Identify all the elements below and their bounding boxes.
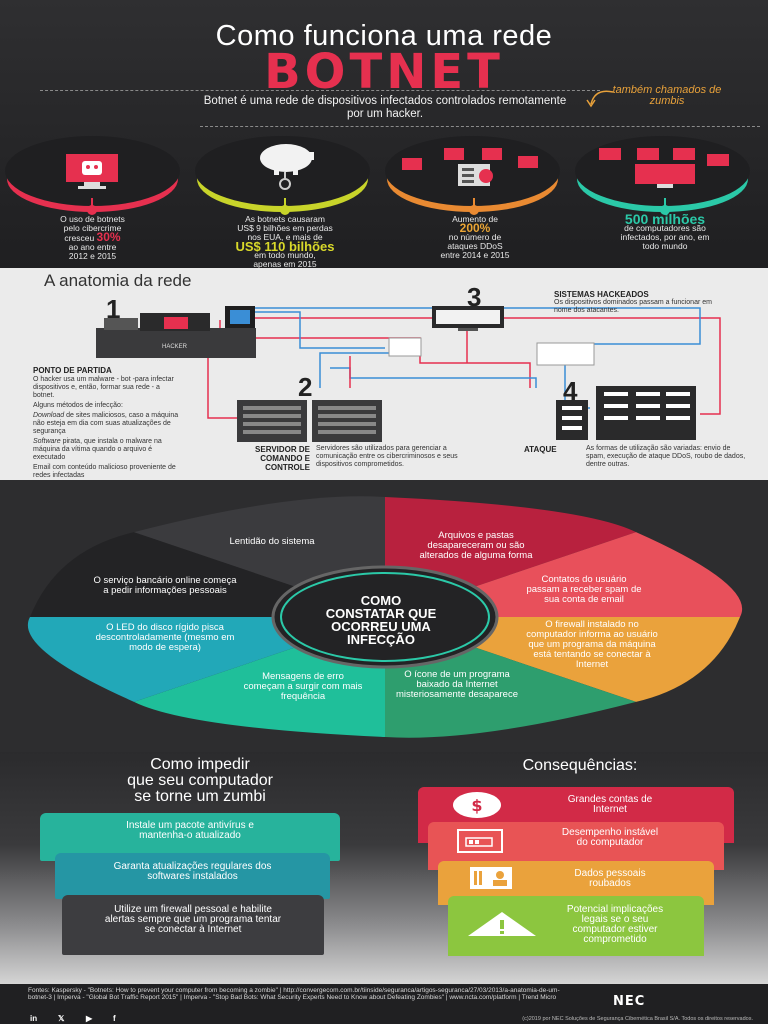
stat-4-text: 500 milhões de computadores são infectad… xyxy=(620,211,710,251)
wheel-center-title: COMO CONSTATAR QUE OCORREU UMA INFECÇÃO xyxy=(325,593,437,647)
hacked-description: Os dispositivos dominados passam a funci… xyxy=(554,299,712,314)
stat-3-text: Aumento de 200% no número de ataques DDo… xyxy=(440,214,510,260)
nec-logo: NEC xyxy=(613,994,646,1009)
wheel-segment-6-label: Mensagens de erro começam a surgir com m… xyxy=(243,671,363,702)
server-title: SERVIDOR DE COMANDO E CONTROLE xyxy=(255,445,310,472)
consequence-data-text: Dados pessoais roubados xyxy=(574,868,646,889)
dollar-icon: $ xyxy=(453,792,501,818)
linkedin-icon[interactable]: in xyxy=(30,1014,38,1023)
consequence-bills-text: Grandes contas de Internet xyxy=(567,794,653,815)
start-title: PONTO DE PARTIDA xyxy=(33,366,112,375)
header-section xyxy=(0,0,768,268)
wheel-segment-3-label: Contatos do usuário passam a receber spa… xyxy=(526,574,642,605)
warning-icon xyxy=(468,912,536,936)
step-number-3: 3 xyxy=(467,282,482,312)
intro-text: Botnet é uma rede de dispositivos infect… xyxy=(203,95,567,120)
start-description: O hacker usa um malware - bot -para infe… xyxy=(33,376,179,479)
step-number-4: 4 xyxy=(563,376,578,406)
piggy-bank-icon xyxy=(260,144,314,190)
wheel-segment-1-label: Lentidão do sistema xyxy=(229,536,315,547)
wheel-center-ring xyxy=(280,572,490,662)
attack-description: As formas de utilização são variadas: en… xyxy=(586,445,746,468)
attack-title: ATAQUE xyxy=(524,445,557,454)
consequences-title: Consequências: xyxy=(522,757,638,774)
curved-arrow-icon xyxy=(586,90,614,108)
anatomy-section: A anatomia da rede xyxy=(0,268,768,480)
divider-bottom xyxy=(200,126,760,127)
twitter-icon[interactable]: 𝕏 xyxy=(58,1014,65,1023)
infected-computers-icon xyxy=(599,148,729,188)
server-description: Servidores são utilizados para gerenciar… xyxy=(316,445,458,468)
ddos-attack-icon xyxy=(402,148,538,186)
wheel-segment-8-label: O serviço bancário online começa a pedir… xyxy=(93,575,237,596)
tip-firewall: Utilize um firewall pessoal e habilite a… xyxy=(62,895,324,955)
step-number-1: 1 xyxy=(106,294,121,324)
tip-updates: Garanta atualizações regulares dos softw… xyxy=(55,853,330,899)
side-note: também chamados de zumbis xyxy=(612,84,722,107)
infection-wheel xyxy=(27,496,743,738)
copyright-text: (c)2019 por NEC Soluções de Segurança Ci… xyxy=(522,1016,753,1022)
id-card-icon xyxy=(470,867,512,889)
wheel-segment-7-label: O LED do disco rígido pisca descontrolad… xyxy=(95,622,235,653)
consequence-performance-text: Desempenho instável do computador xyxy=(561,827,659,848)
facebook-icon[interactable]: f xyxy=(113,1014,116,1023)
divider-top xyxy=(40,90,600,91)
wheel-segment-4-label: O firewall instalado no computador infor… xyxy=(526,619,658,670)
wheel-segment-2-label: Arquivos e pastas desapareceram ou são a… xyxy=(419,530,533,561)
consequence-legal-text: Potencial implicações legais se o seu co… xyxy=(566,904,664,945)
stat-2-text: As botnets causaram US$ 9 bilhões em per… xyxy=(235,214,335,269)
hacker-label: HACKER xyxy=(162,344,188,350)
youtube-icon[interactable]: ▶ xyxy=(86,1014,93,1023)
anatomy-title: A anatomia da rede xyxy=(44,271,192,290)
svg-text:$: $ xyxy=(471,796,482,815)
hacked-title: SISTEMAS HACKEADOS xyxy=(554,290,649,299)
step-number-2: 2 xyxy=(298,372,313,402)
footer xyxy=(0,984,768,1024)
monitor-bot-icon xyxy=(66,154,118,189)
prevent-title: Como impedir que seu computador se torne… xyxy=(127,756,273,805)
sources-text: Fontes: Kaspersky - "Botnets: How to pre… xyxy=(28,987,560,1001)
page-title-line1: Como funciona uma rede xyxy=(215,20,553,52)
wheel-center xyxy=(271,565,499,669)
battery-monitor-icon xyxy=(457,829,503,853)
wheel-segment-5-label: O ícone de um programa baixado da Intern… xyxy=(396,669,518,700)
stat-1-text: O uso de botnets pelo cibercrime cresceu… xyxy=(60,214,125,261)
network-diagram xyxy=(96,306,721,442)
